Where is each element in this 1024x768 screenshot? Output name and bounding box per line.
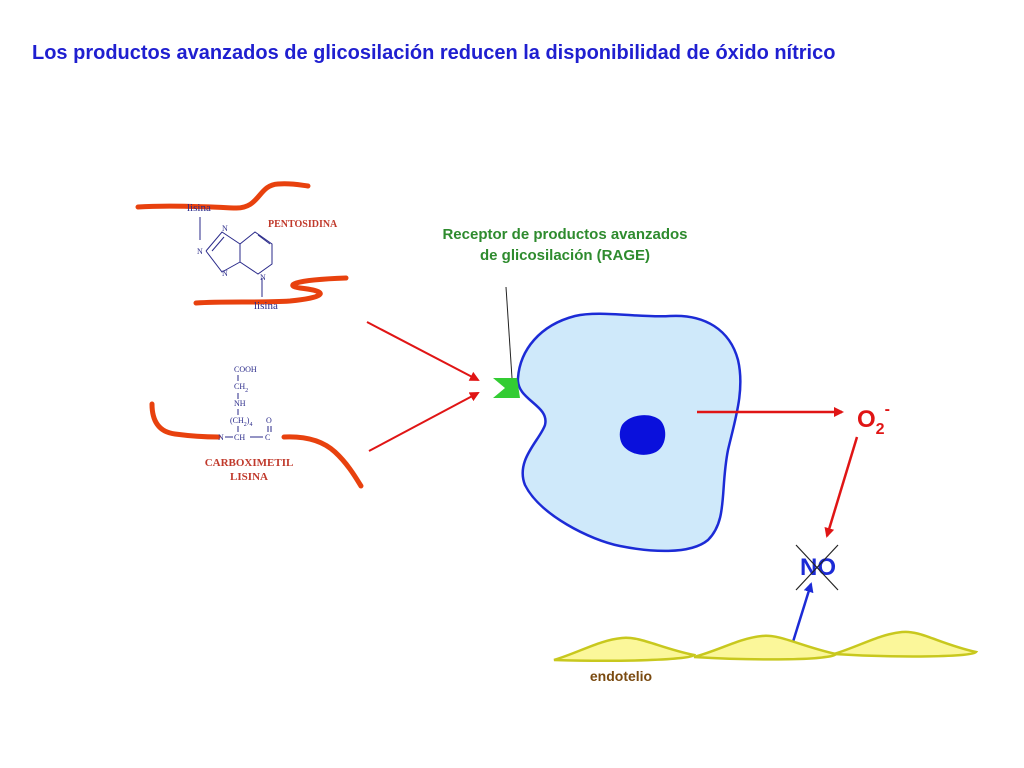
- rage-label-line2: de glicosilación (RAGE): [479, 247, 651, 264]
- arrow-superoxide-to-no: [824, 436, 859, 538]
- arrow-pentosidina-to-rage: [366, 321, 480, 381]
- endothelial-cell-1: [553, 636, 697, 663]
- cml-nh: NH: [234, 399, 246, 408]
- no-cross-line-2: [795, 544, 839, 591]
- cml-n: N: [218, 433, 224, 442]
- arrow-endothelium-to-no: [790, 582, 814, 646]
- pentosidina-name: PENTOSIDINA: [268, 219, 338, 230]
- carboximetil-name-line2: LISINA: [230, 471, 268, 483]
- rage-label: Receptor de productos avanzados de glico…: [410, 224, 720, 266]
- ring-atom-n3: N: [222, 269, 228, 278]
- carboximetil-molecule: COOH CH2 NH (CH2)4 O N CH C CARBOXIMETIL…: [149, 365, 364, 489]
- ring-atom-n2: N: [197, 247, 203, 256]
- ring-atom-n4: N: [260, 273, 266, 282]
- endothelial-cell-3: [833, 630, 979, 658]
- protein-chain-cml-left: [149, 401, 221, 440]
- cml-ch2: CH2: [234, 382, 248, 394]
- cml-cooh: COOH: [234, 365, 257, 374]
- endothelium-label: endotelio: [590, 668, 652, 684]
- pentosidina-molecule: lisina PENTOSIDINA N N N N lisina: [135, 181, 349, 312]
- cml-o: O: [266, 416, 272, 425]
- endothelial-cell-2: [693, 634, 839, 661]
- lysine-bottom-label: lisina: [254, 300, 278, 312]
- rage-pointer-line: [505, 286, 513, 379]
- arrow-cml-to-rage: [368, 392, 480, 452]
- cml-ch: CH: [234, 433, 245, 442]
- lysine-top-label: lisina: [187, 202, 211, 214]
- cml-c: C: [265, 433, 270, 442]
- ring-atom-n1: N: [222, 224, 228, 233]
- carboximetil-name-line1: CARBOXIMETIL: [205, 457, 294, 469]
- superoxide-label: O2-: [857, 401, 890, 438]
- page-title: Los productos avanzados de glicosilación…: [32, 42, 836, 64]
- protein-chain-cml-right: [281, 434, 364, 489]
- protein-chain-top: [135, 181, 311, 211]
- nucleus: [619, 415, 666, 455]
- rage-receptor: [493, 378, 520, 398]
- protein-chain-bottom: [193, 275, 349, 306]
- rage-label-line1: Receptor de productos avanzados: [442, 226, 688, 243]
- nitric-oxide-label: NO: [800, 554, 836, 581]
- cml-chain: (CH2)4: [230, 416, 252, 428]
